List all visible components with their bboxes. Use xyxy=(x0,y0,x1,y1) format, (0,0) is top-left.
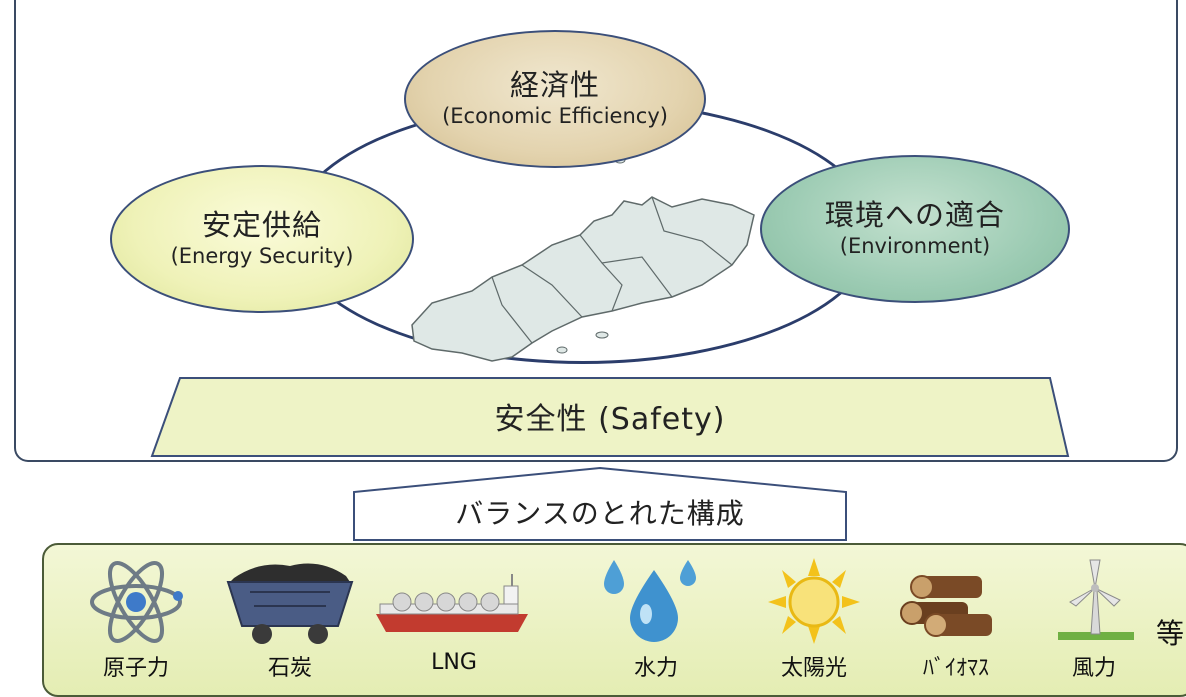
atom-icon xyxy=(90,561,183,643)
source-label: 石炭 xyxy=(267,656,312,681)
etc-label: 等 xyxy=(1156,617,1185,650)
source-lng: LNG xyxy=(376,556,528,680)
safety-label: 安全性 (Safety) xyxy=(494,402,726,437)
safety-foundation xyxy=(150,377,1070,457)
lng-tanker-icon xyxy=(376,574,528,632)
balance-label: バランスのとれた構成 xyxy=(455,497,745,530)
environment-bubble: 環境への適合 (Environment) xyxy=(760,155,1070,303)
water-drops-icon xyxy=(604,560,696,642)
diagram-bracket xyxy=(14,0,1178,462)
wind-turbine-icon xyxy=(1058,559,1134,640)
source-label: LNG xyxy=(431,650,477,675)
logs-icon xyxy=(900,575,992,637)
source-solar: 太陽光 xyxy=(744,556,884,681)
economic-efficiency-bubble: 経済性 (Economic Efficiency) xyxy=(404,30,706,168)
economic-en-label: (Economic Efficiency) xyxy=(442,104,668,129)
source-label: 風力 xyxy=(1071,656,1116,681)
source-label: 太陽光 xyxy=(780,656,847,681)
source-biomass: ﾊﾞｲｵﾏｽ xyxy=(886,556,1026,681)
source-nuclear: 原子力 xyxy=(66,556,206,681)
economic-jp-label: 経済性 xyxy=(509,68,600,103)
source-hydro: 水力 xyxy=(586,556,726,681)
balance-arrow xyxy=(353,466,847,541)
security-jp-label: 安定供給 xyxy=(201,208,322,243)
source-label: 原子力 xyxy=(102,656,169,681)
environment-jp-label: 環境への適合 xyxy=(824,198,1005,233)
source-label: ﾊﾞｲｵﾏｽ xyxy=(922,656,989,681)
environment-en-label: (Environment) xyxy=(839,234,991,259)
source-wind: 風力 xyxy=(1024,556,1164,681)
source-coal: 石炭 xyxy=(220,556,360,681)
energy-security-bubble: 安定供給 (Energy Security) xyxy=(110,165,414,313)
security-en-label: (Energy Security) xyxy=(170,244,354,269)
source-label: 水力 xyxy=(633,656,678,681)
chugoku-region-map xyxy=(411,196,755,362)
sun-icon xyxy=(768,558,860,644)
coal-cart-icon xyxy=(226,563,354,644)
